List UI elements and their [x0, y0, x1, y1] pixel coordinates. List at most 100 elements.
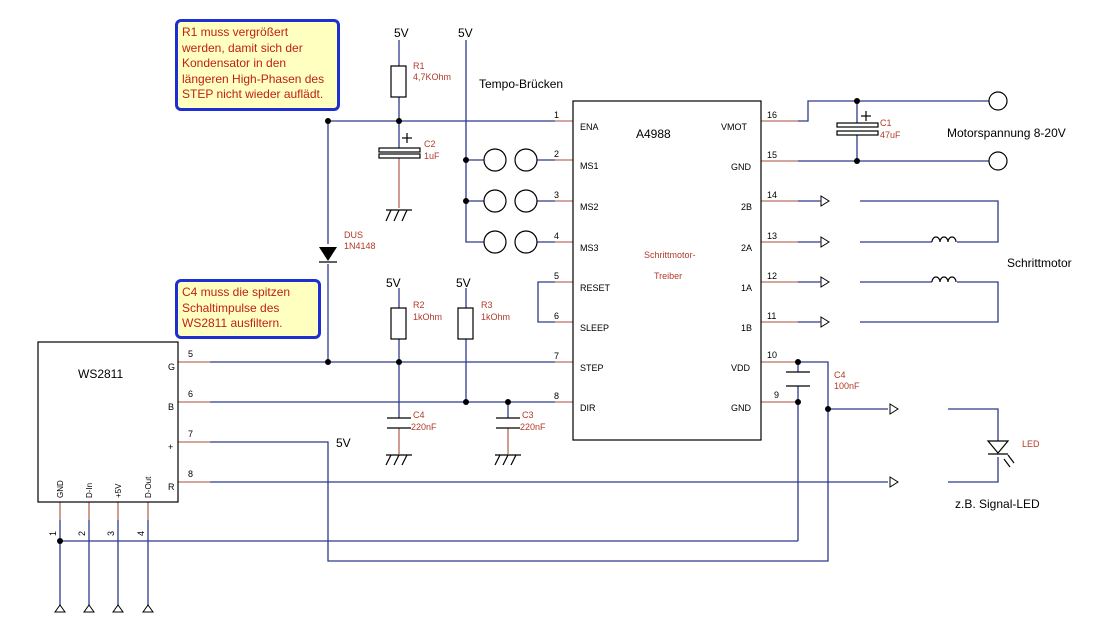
- capacitor-c1: [836, 111, 879, 136]
- label-stepper-motor: Schrittmotor: [1007, 256, 1072, 270]
- note-c4: C4 muss die spitzen Schaltimpulse des WS…: [175, 279, 321, 339]
- a4988-pin-number: 10: [767, 350, 777, 360]
- ws2811-chip: [37, 341, 179, 503]
- ws2811-pin-name: GND: [56, 480, 65, 498]
- r2-value: 1kOhm: [413, 312, 442, 322]
- dus-ref: DUS: [344, 230, 363, 240]
- ws2811-pin-number: 1: [48, 531, 58, 536]
- a4988-pin-name: RESET: [580, 283, 611, 293]
- connector-arrows: [820, 195, 899, 488]
- motor-voltage-terminals: [988, 91, 1008, 171]
- r1-ref: R1: [413, 61, 425, 71]
- a4988-pin-number: 3: [554, 190, 559, 200]
- a4988-pin-number: 16: [767, 110, 777, 120]
- note-c4-line: WS2811 ausfiltern.: [182, 316, 283, 330]
- ground-symbol: [494, 454, 521, 466]
- ground-symbol: [385, 209, 412, 222]
- a4988-pin-number: 7: [554, 351, 559, 361]
- tempo-jumpers: [483, 148, 538, 254]
- note-c4-line: C4 muss die spitzen: [182, 285, 291, 299]
- a4988-pin-number: 14: [767, 190, 777, 200]
- a4988-pin-number: 2: [554, 149, 559, 159]
- c4b-ref: C4: [834, 370, 846, 380]
- a4988-pin-number: 15: [767, 150, 777, 160]
- a4988-pin-number: 12: [767, 271, 777, 281]
- ws2811-pin-number: 4: [136, 531, 146, 536]
- a4988-subtitle-2: Treiber: [654, 271, 682, 281]
- a4988-pin-name: MS3: [580, 243, 599, 253]
- a4988-pin-name: DIR: [580, 403, 596, 413]
- ws2811-pin-number: 3: [106, 531, 116, 536]
- ws2811-bottom-pins: GND D-In +5V D-Out 1 2 3 4: [48, 476, 153, 536]
- c3-value: 220nF: [520, 422, 546, 432]
- label-signal-led: z.B. Signal-LED: [955, 497, 1040, 511]
- a4988-pin-number: 13: [767, 231, 777, 241]
- r3-value: 1kOhm: [481, 312, 510, 322]
- dus-value: 1N4148: [344, 241, 376, 251]
- label-motor-voltage: Motorspannung 8-20V: [947, 126, 1066, 140]
- c3-ref: C3: [522, 410, 534, 420]
- note-r1-line: werden, damit sich der: [182, 40, 303, 55]
- a4988-pin-name: 1A: [741, 283, 752, 293]
- a4988-pin-name: SLEEP: [580, 323, 609, 333]
- capacitor-c3: [496, 417, 520, 429]
- ws2811-pin-number: 7: [188, 429, 193, 439]
- label-tempo-bruecken: Tempo-Brücken: [479, 77, 563, 91]
- c1-ref: C1: [880, 118, 892, 128]
- a4988-pin-number: 1: [554, 110, 559, 120]
- arrow-stubs: [798, 200, 821, 323]
- capacitor-c4-220nf: [387, 417, 411, 429]
- a4988-pin-number: 11: [767, 311, 776, 321]
- ground-symbol: [385, 454, 412, 466]
- resistor-r2: [390, 307, 407, 340]
- c1-value: 47uF: [880, 130, 901, 140]
- ws2811-right-pins: G B + R 5 6 7 8: [168, 349, 193, 492]
- label-5v: 5V: [336, 436, 351, 450]
- a4988-pin-name: GND: [731, 403, 752, 413]
- wires: [59, 40, 999, 606]
- label-5v: 5V: [394, 26, 409, 40]
- ws2811-pin-name: D-Out: [144, 476, 153, 498]
- ws2811-pin-name: +: [168, 442, 173, 452]
- r3-ref: R3: [481, 300, 493, 310]
- note-r1-line: R1 muss vergrößert: [182, 25, 289, 39]
- ws2811-pin-name: D-In: [85, 483, 94, 498]
- c4a-ref: C4: [413, 410, 425, 420]
- c4a-value: 220nF: [411, 422, 437, 432]
- a4988-pin-name: 1B: [741, 323, 752, 333]
- a4988-pin-name: VMOT: [721, 122, 748, 132]
- resistor-r3: [457, 307, 474, 340]
- ws2811-pin-name: R: [168, 482, 175, 492]
- junction-dots: [57, 98, 860, 544]
- note-r1-line: STEP nicht wieder auflädt.: [182, 87, 324, 101]
- a4988-pin-name: MS1: [580, 161, 599, 171]
- a4988-subtitle-1: Schrittmotor-: [644, 250, 696, 260]
- ws2811-pin-number: 2: [77, 531, 87, 536]
- r2-ref: R2: [413, 300, 425, 310]
- a4988-right-pins: VMOT GND 2B 2A 1A 1B VDD GND 16 15 14 13…: [721, 110, 779, 413]
- c2-value: 1uF: [424, 151, 440, 161]
- capacitor-c4-100nf: [786, 371, 810, 387]
- a4988-title: A4988: [636, 127, 671, 141]
- a4988-pin-number: 4: [554, 231, 559, 241]
- a4988-pin-number: 8: [554, 391, 559, 401]
- motor-coil-1: [931, 276, 957, 283]
- bottom-terminals: [54, 604, 154, 613]
- label-5v: 5V: [456, 276, 471, 290]
- ws2811-title: WS2811: [78, 367, 123, 381]
- ws2811-pin-number: 5: [188, 349, 193, 359]
- c4b-value: 100nF: [834, 381, 860, 391]
- note-c4-line: Schaltimpulse des: [182, 300, 280, 315]
- label-5v: 5V: [458, 26, 473, 40]
- ws2811-pin-name: B: [168, 402, 174, 412]
- ws2811-pin-number: 6: [188, 389, 193, 399]
- note-r1-line: Kondensator in den: [182, 56, 287, 70]
- a4988-pin-name: ENA: [580, 122, 599, 132]
- ws2811-pin-name: G: [168, 362, 175, 372]
- a4988-pin-name: 2B: [741, 202, 752, 212]
- motor-coil-2: [931, 236, 957, 243]
- a4988-pin-number: 9: [774, 390, 779, 400]
- ws2811-pin-name: +5V: [114, 483, 123, 498]
- a4988-pin-number: 5: [554, 271, 559, 281]
- diode-dus: [319, 247, 337, 263]
